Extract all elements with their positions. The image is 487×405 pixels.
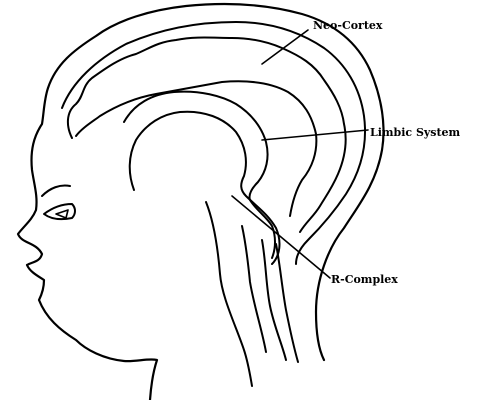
eye-inner [56, 210, 68, 218]
r-complex-label: R-Complex [331, 274, 398, 285]
leader-line-r-complex [232, 196, 330, 278]
stem-line-far-right [276, 244, 298, 362]
stem-line-left [206, 202, 252, 386]
eye-outline [44, 204, 75, 219]
limbic-outer [76, 81, 316, 216]
r-complex-outline [130, 112, 280, 264]
neo-cortex-label: Neo-Cortex [313, 20, 382, 31]
head-outline [18, 4, 384, 400]
eyebrow [42, 185, 70, 196]
limbic-inner [124, 92, 275, 258]
limbic-system-label: Limbic System [370, 127, 460, 138]
stem-line-right [262, 240, 286, 360]
